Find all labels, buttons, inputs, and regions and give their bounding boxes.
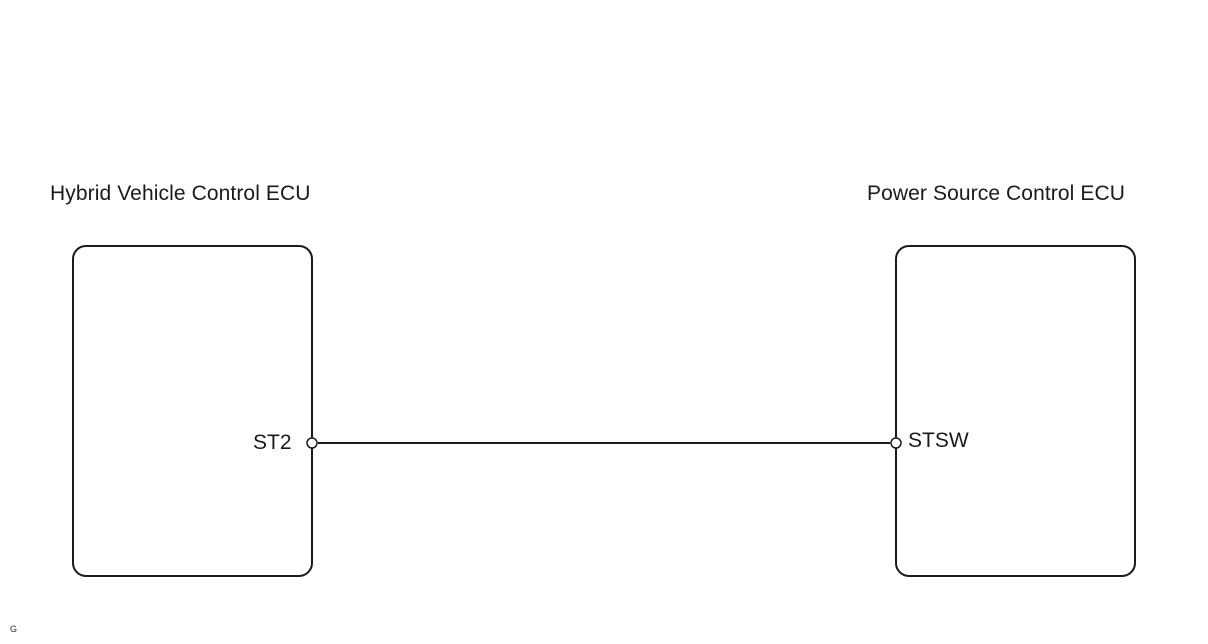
st2-pin-label: ST2 [253,431,292,454]
footer-mark: G [10,624,18,634]
stsw-pin-label: STSW [908,429,969,452]
power-source-ecu-title: Power Source Control ECU [867,182,1125,205]
hybrid-vehicle-ecu-box [72,245,313,577]
power-source-ecu-box [895,245,1136,577]
hybrid-vehicle-ecu-title: Hybrid Vehicle Control ECU [50,182,311,205]
